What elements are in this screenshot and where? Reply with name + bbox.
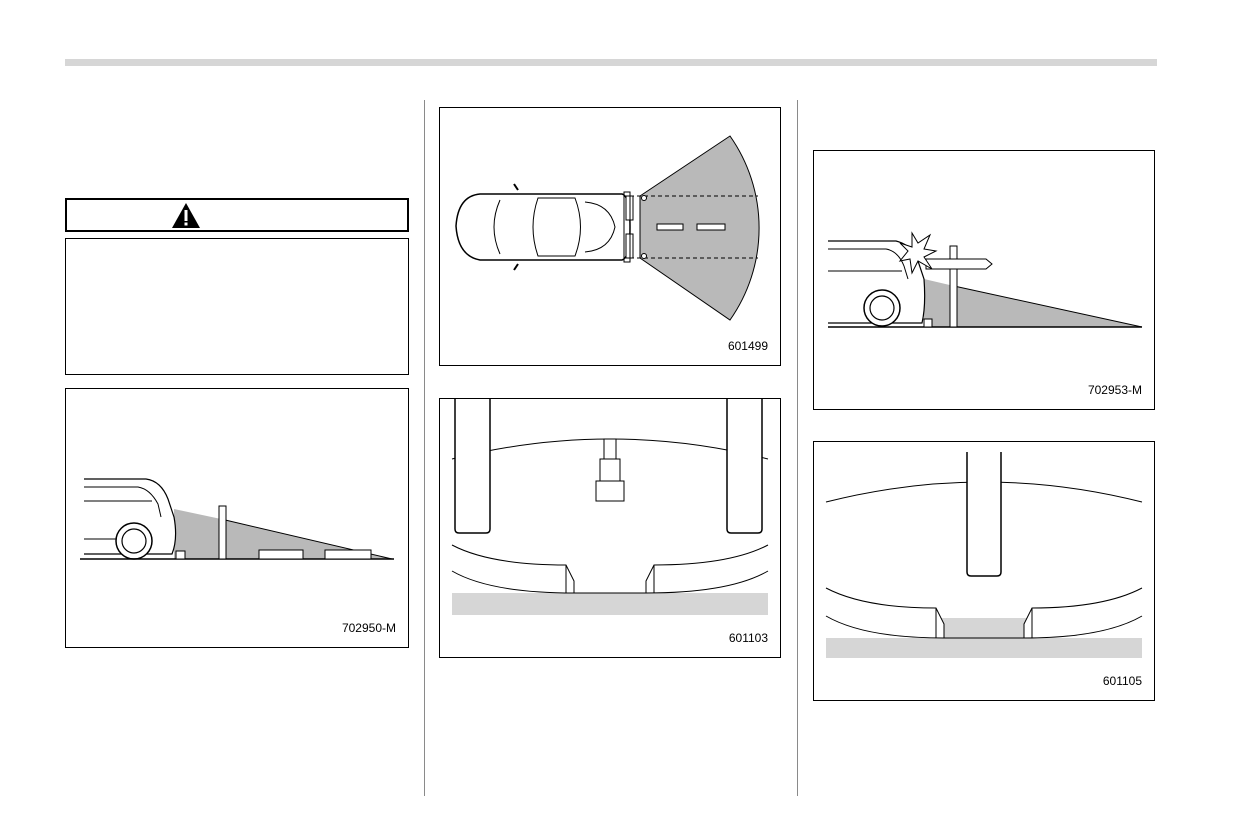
column-divider-right: [797, 100, 798, 796]
figure-code: 702953-M: [1087, 383, 1142, 397]
figure-601499: 601499: [439, 107, 781, 366]
figure-601103: 601103: [439, 398, 781, 658]
figure-code: 601105: [1102, 674, 1142, 688]
column-divider-left: [424, 100, 425, 796]
rear-camera-view-pole-illustration: [825, 452, 1143, 658]
car-rear-signpost-collision-illustration: [828, 231, 1143, 328]
figure-601105: 601105: [813, 441, 1155, 701]
figure-code: 702950-M: [341, 621, 396, 635]
figure-702950: 702950-M: [65, 388, 409, 648]
warning-triangle-icon: [172, 203, 200, 228]
warning-body-box: [65, 238, 409, 375]
header-rule: [65, 59, 1157, 66]
figure-702953: 702953-M: [813, 150, 1155, 410]
car-rear-sensor-low-obstacles-illustration: [80, 478, 394, 560]
car-top-view-camera-range-illustration: [455, 135, 760, 321]
rear-camera-view-pillars-illustration: [451, 399, 769, 615]
figure-code: 601499: [727, 339, 768, 353]
figure-code: 601103: [728, 631, 768, 645]
warning-header: [65, 198, 409, 232]
